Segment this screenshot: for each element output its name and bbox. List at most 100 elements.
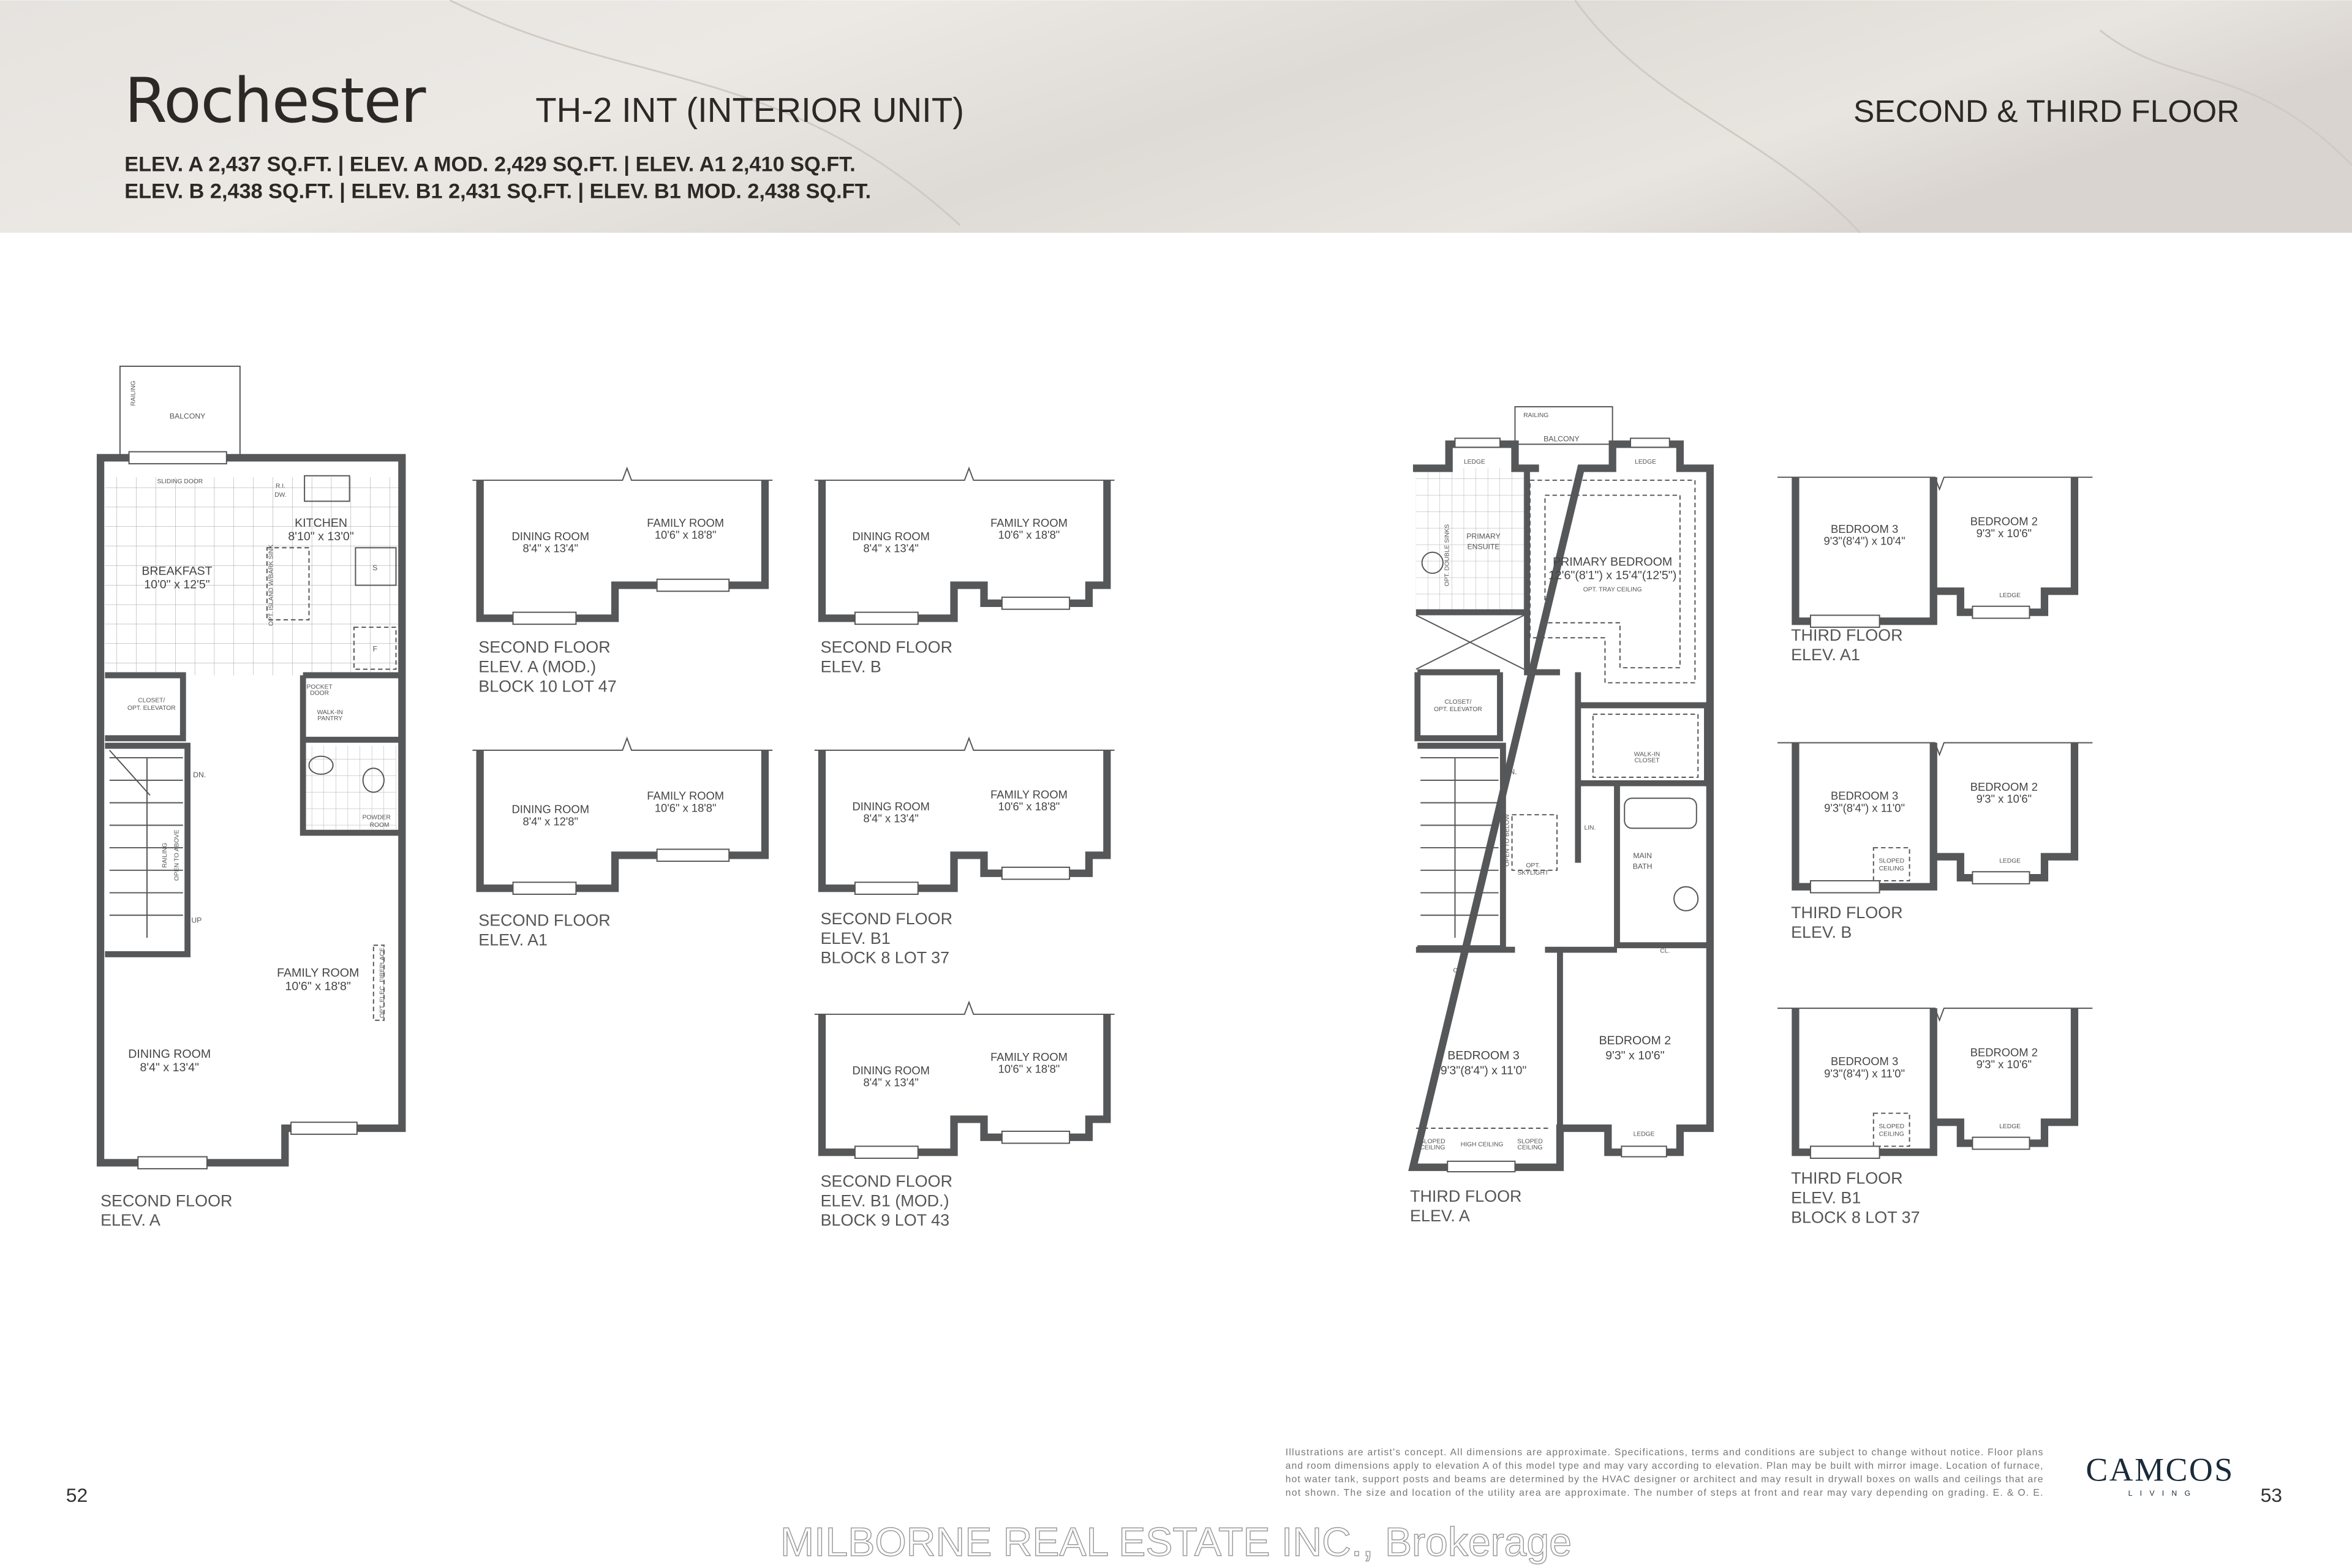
label-dn: DN. [193,771,206,779]
ensuite-tile [1415,468,1525,611]
caption-line: ELEV. B [1791,923,1852,941]
window [290,1121,358,1135]
label-stair-railing: RAILING [162,843,168,868]
label-dining-room-dim: 8'4" x 12'8" [523,815,578,827]
label-bedroom-2: BEDROOM 2 [1970,780,2038,793]
label-family-room-dim: 10'6" x 18'8" [998,800,1060,813]
second-floor-variant-a-mod: DINING ROOM 8'4" x 13'4" FAMILY ROOM 10'… [472,468,772,695]
label-ledge: LEDGE [1635,459,1656,466]
label-ceiling: CEILING [1517,1144,1542,1151]
label-stove: S [372,564,377,572]
label-stair-railing: RAILING [1499,903,1506,928]
label-opt-elevator: OPT. ELEVATOR [1434,706,1482,713]
caption-line: SECOND FLOOR [478,638,610,657]
header-band: Rochester TH-2 INT (INTERIOR UNIT) SECON… [0,0,2352,233]
interior-walls [1414,468,1710,1126]
page-number-right: 53 [2261,1484,2282,1506]
second-floor-variant-b1-mod: DINING ROOM 8'4" x 13'4" FAMILY ROOM 10'… [815,1002,1115,1229]
label-bedroom-3: BEDROOM 3 [1447,1049,1520,1062]
caption-line: SECOND FLOOR [100,1191,232,1210]
label-primary: PRIMARY [1466,532,1501,541]
label-breakfast-dim: 10'0" x 12'5" [144,578,209,591]
caption-line: THIRD FLOOR [1791,903,1902,922]
label-ledge: LEDGE [1634,1131,1655,1137]
label-closet: CLOSET/ [138,698,165,704]
kitchen-tile-floor [105,477,399,676]
label-family-room: FAMILY ROOM [277,967,359,980]
camcos-living-logo: CAMCOS LIVING [2086,1452,2233,1498]
label-dining-room-dim: 8'4" x 13'4" [863,1076,918,1088]
caption-line: SECOND FLOOR [821,638,952,657]
label-breakfast: BREAKFAST [141,564,212,578]
second-floor-variant-a1: DINING ROOM 8'4" x 12'8" FAMILY ROOM 10'… [472,738,772,949]
label-ensuite: ENSUITE [1468,543,1500,551]
label-balcony: BALCONY [170,412,205,421]
label-walk-in: WALK-IN [317,709,343,716]
footer: 52 53 Illustrations are artist's concept… [66,1447,2282,1566]
caption-line: BLOCK 8 LOT 37 [821,949,950,967]
label-dining-room: DINING ROOM [852,1064,929,1077]
third-floor-variant-a1: BEDROOM 3 9'3"(8'4") x 10'4" BEDROOM 2 9… [1777,477,2092,664]
logo-subtitle: LIVING [2128,1489,2198,1498]
label-sliding-door: SLIDING DOOR [157,478,203,485]
caption-line: SECOND FLOOR [478,911,610,929]
label-sloped: SLOPED [1879,1123,1904,1130]
label-powder: POWDER [363,815,391,821]
label-door: DOOR [310,690,329,696]
label-bedroom-2: BEDROOM 2 [1599,1034,1671,1047]
label-kitchen-dim: 8'10" x 13'0" [288,530,353,543]
label-dn: DN. [1504,767,1517,776]
powder-sink [308,755,334,775]
model-name: Rochester [124,65,426,137]
balcony-outline [1514,406,1613,445]
label-bedroom-2-dim: 9'3" x 10'6" [1605,1049,1665,1062]
label-family-room: FAMILY ROOM [990,516,1068,529]
sqft-line-1: ELEV. A 2,437 SQ.FT. | ELEV. A MOD. 2,42… [124,153,856,176]
stair-lines [1420,757,1499,938]
caption-line: SECOND FLOOR [821,910,952,928]
label-dining-room: DINING ROOM [512,530,589,543]
label-closet: CLOSET [1634,757,1660,764]
caption-line: BLOCK 10 LOT 47 [478,677,616,695]
label-kitchen: KITCHEN [295,516,347,530]
caption-line: ELEV. B [821,658,881,676]
label-ledge: LEDGE [1999,592,2021,599]
label-ledge: LEDGE [1999,1123,2021,1130]
caption-line: BLOCK 8 LOT 37 [1791,1208,1920,1226]
caption-line: SECOND FLOOR [821,1172,952,1191]
fireplace-outline [372,944,385,1021]
label-family-room-dim: 10'6" x 18'8" [655,529,717,541]
brokerage-watermark: MILBORNE REAL ESTATE INC., Brokerage [780,1520,1572,1565]
stove [355,547,397,586]
label-fridge: F [373,644,377,653]
caption-line: ELEV. A (MOD.) [478,658,596,676]
second-floor-variant-b1: DINING ROOM 8'4" x 13'4" FAMILY ROOM 10'… [815,738,1115,967]
label-dining-room-dim: 8'4" x 13'4" [523,542,578,555]
label-bedroom-3: BEDROOM 3 [1831,1055,1898,1068]
window [1454,437,1501,448]
label-dining-room: DINING ROOM [512,803,589,816]
marble-background [0,0,2352,233]
label-dining-room-dim: 8'4" x 13'4" [140,1061,199,1074]
sink [304,475,350,502]
label-ledge: LEDGE [1464,459,1485,466]
label-walk-in: WALK-IN [1634,752,1660,758]
label-bedroom-3-dim: 9'3"(8'4") x 11'0" [1824,801,1905,814]
label-closet-bedroom2: CL. [1660,948,1670,955]
stair-lines [109,750,183,938]
label-up: UP [191,916,202,925]
label-bedroom-2: BEDROOM 2 [1970,1046,2038,1058]
label-ceiling: CEILING [1879,1131,1904,1137]
label-bedroom-2: BEDROOM 2 [1970,515,2038,528]
label-ceiling: CEILING [1879,865,1904,872]
label-island: OPT. ISLAND W/BARK SINK [268,545,275,626]
disclaimer-line: hot water tank, support posts and beams … [1286,1474,2043,1485]
label-bedroom-3: BEDROOM 3 [1831,522,1898,535]
window [1621,1145,1667,1158]
island-outline [266,547,310,620]
label-bedroom-2-dim: 9'3" x 10'6" [1977,1058,2032,1071]
label-skylight: SKYLIGHT [1517,870,1549,876]
caption-line: ELEV. A [1410,1207,1470,1225]
third-floor-variant-b: BEDROOM 3 9'3"(8'4") x 11'0" BEDROOM 2 9… [1777,743,2092,941]
label-tray-ceiling: OPT. TRAY CEILING [1583,586,1642,593]
